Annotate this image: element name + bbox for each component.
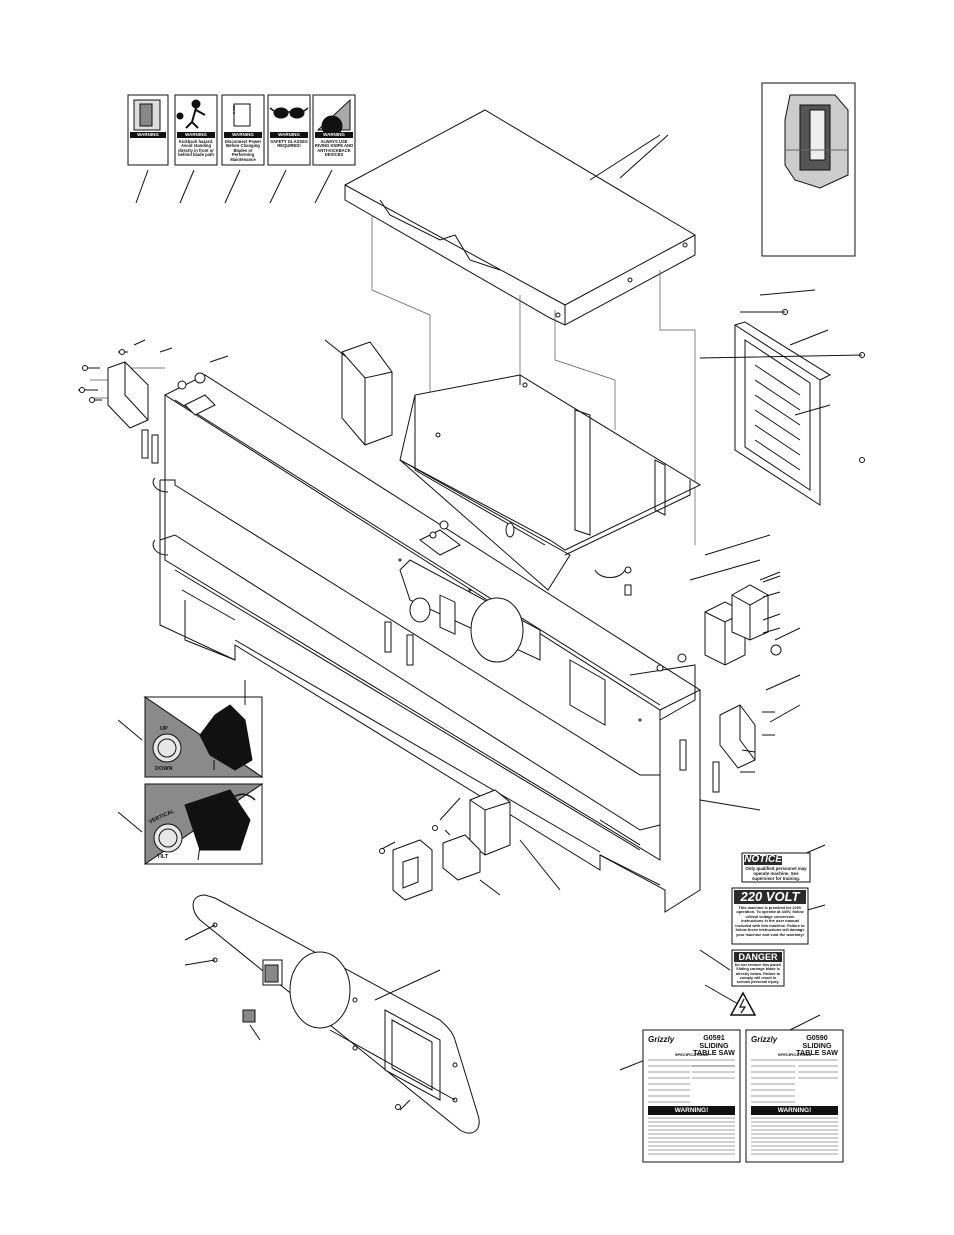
- g0591-brand: Grizzly: [648, 1035, 675, 1044]
- warning-decal-2-header: WARNING: [177, 132, 215, 138]
- g0590-model: G0590 SLIDING TABLE SAW: [796, 1033, 838, 1058]
- warning-decal-3-text: Disconnect Power Before Changing Blades …: [224, 139, 262, 162]
- center-hardware: [384, 520, 632, 666]
- svg-text:!: !: [232, 103, 236, 117]
- kickback-person-icon: [176, 99, 206, 129]
- warning-decal-5-text: ALWAYS USE RIVING KNIFE AND ANTI-KICKBAC…: [314, 139, 354, 158]
- warning-decal-4-text: SAFETY GLASSES REQUIRED!: [270, 139, 308, 149]
- front-panel-openings: [399, 559, 696, 726]
- dial-leaders: [117, 719, 143, 833]
- g0591-specs-heading: SPECIFICATIONS: [674, 1052, 709, 1057]
- g0591-model: G0591 SLIDING TABLE SAW: [693, 1033, 735, 1058]
- volt-label-header: 220 VOLT: [734, 890, 806, 904]
- disconnect-power-icon: !: [232, 103, 251, 127]
- right-end-cover: [656, 653, 775, 793]
- dial-up-label: UP: [160, 726, 168, 732]
- electrical-hazard-icon: [729, 991, 757, 1016]
- warning-decal-2-text: Kickback hazard. Avoid standing directly…: [178, 139, 214, 158]
- g0590-brand: Grizzly: [751, 1035, 778, 1044]
- louvered-cover: [699, 309, 865, 506]
- small-brackets: [379, 789, 511, 901]
- up-down-dial-decal: [143, 680, 264, 778]
- warning-decal-5-header: WARNING: [315, 132, 353, 138]
- assembly-guide-lines: [90, 215, 696, 545]
- g0590-warning-bar: WARNING!: [751, 1106, 838, 1115]
- junction-boxes: [704, 575, 782, 666]
- electrical-box-inset: [761, 82, 856, 257]
- bottom-panel: [184, 894, 480, 1134]
- g0590-specs-heading: SPECIFICATIONS: [777, 1052, 812, 1057]
- left-end-cover: [107, 339, 229, 429]
- dial-tilt-label: TILT: [157, 854, 169, 860]
- volt-label-text: This machine is prewired for 220V operat…: [735, 905, 805, 937]
- warning-decal-1-header: WARNING: [130, 132, 166, 138]
- g0591-warning-bar: WARNING!: [648, 1106, 735, 1115]
- warning-decal-4-header: WARNING: [270, 132, 308, 138]
- safety-glasses-icon: [269, 107, 309, 119]
- warning-decal-3-header: WARNING: [224, 132, 262, 138]
- danger-label-header: DANGER: [734, 952, 782, 962]
- notice-label-header: NOTICE: [744, 854, 782, 865]
- bolts-left: [78, 349, 159, 464]
- notice-label-text: Only qualified personnel may operate mac…: [745, 866, 807, 882]
- warning-decals: !: [127, 94, 356, 204]
- dial-down-label: DOWN: [155, 766, 173, 772]
- hand-in-machine-icon: [133, 99, 161, 131]
- danger-label-text: Do not remove this panel! Sliding carria…: [734, 963, 782, 985]
- part-leader-lines: [619, 134, 831, 811]
- riving-knife-icon: [316, 98, 351, 137]
- label-text-lines: [648, 1059, 838, 1155]
- switch-bracket: [324, 339, 393, 446]
- top-cover: [344, 109, 696, 326]
- rear-box: [399, 374, 702, 591]
- vertical-tilt-dial-decal: [144, 783, 264, 865]
